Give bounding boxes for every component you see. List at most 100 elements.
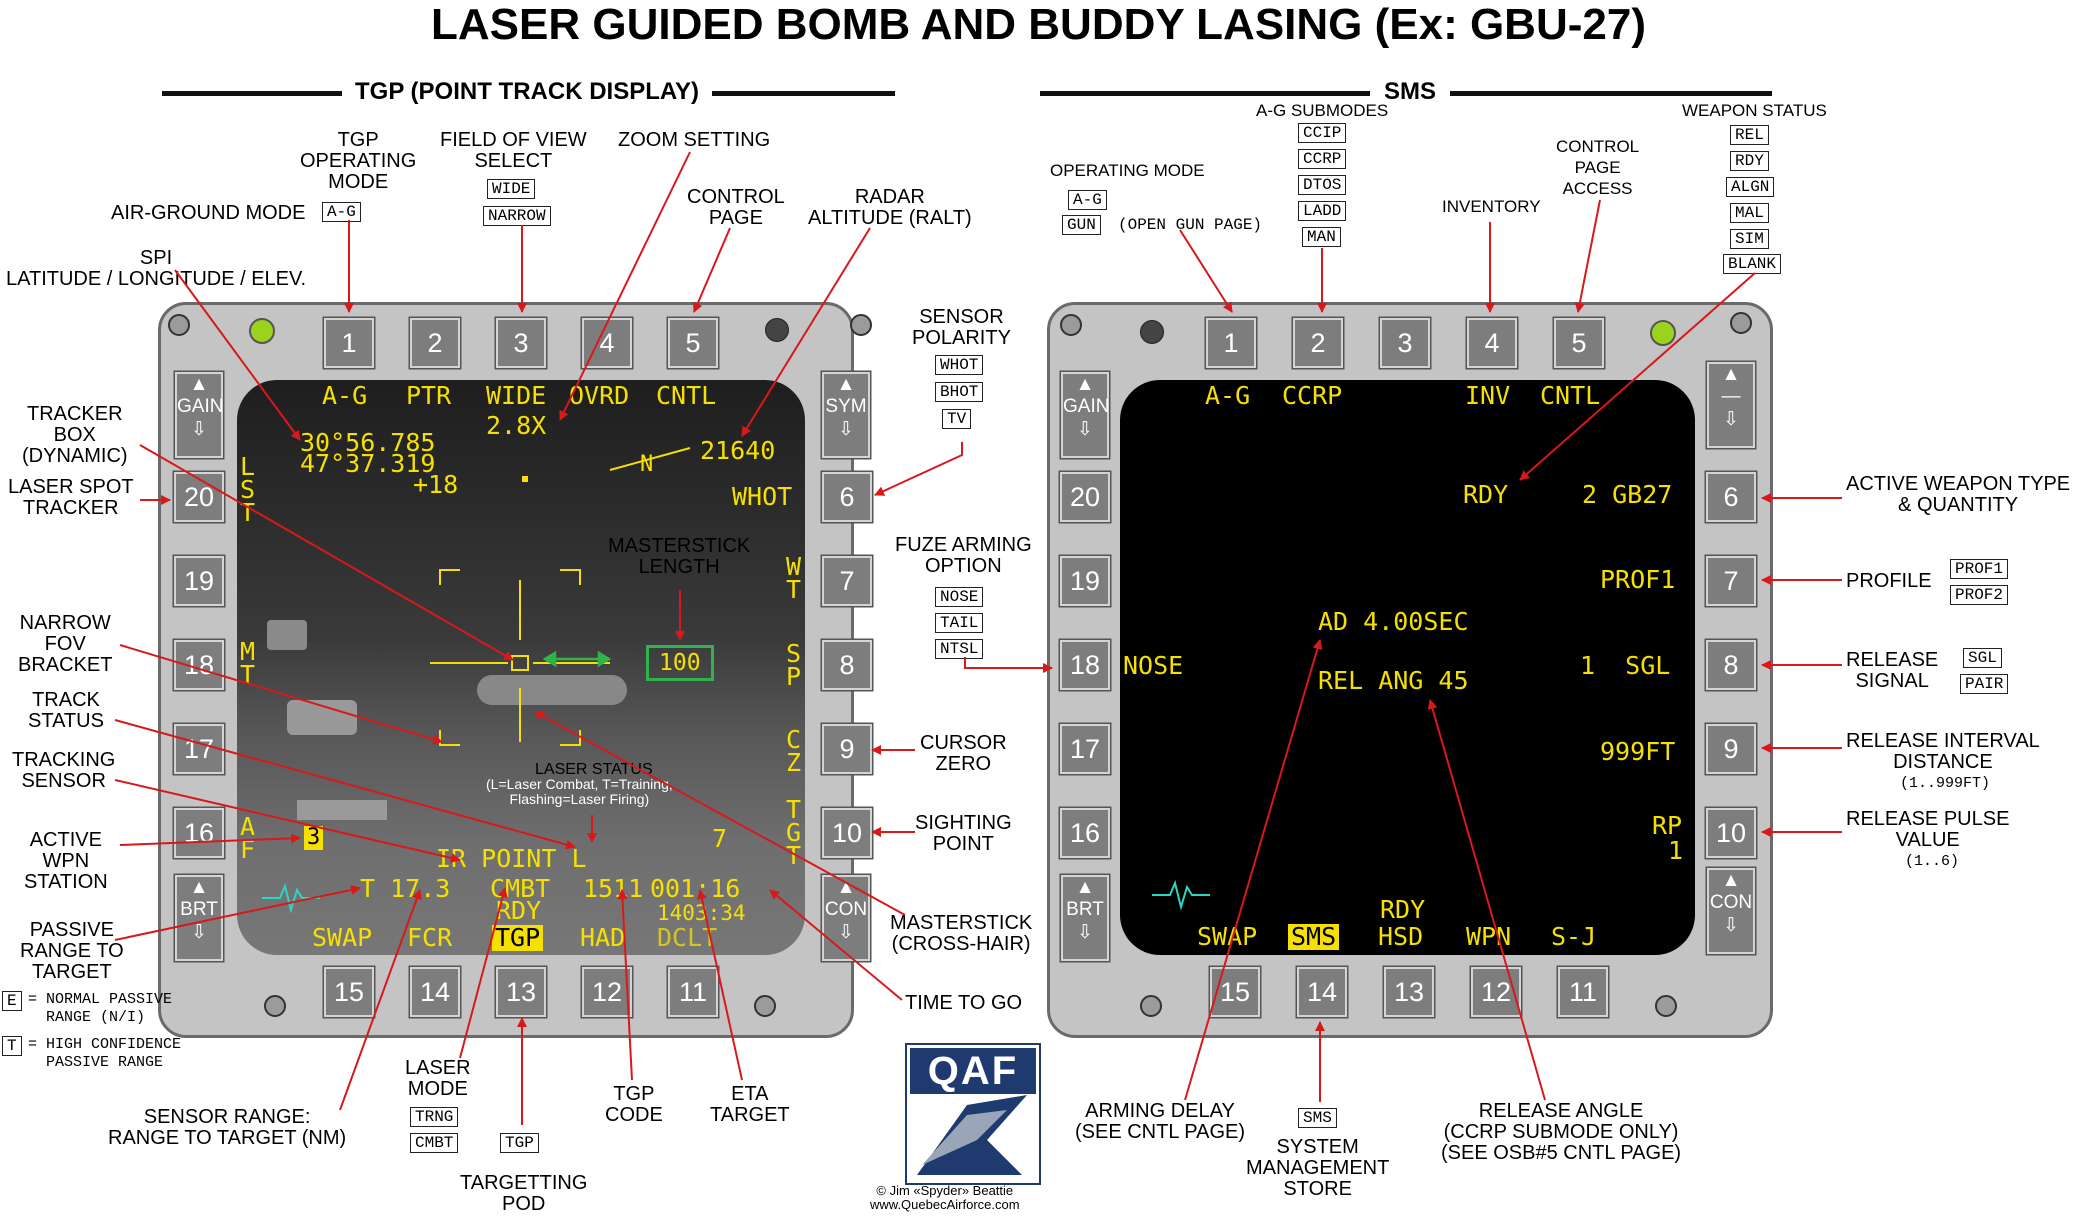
terrain-feature [267,620,307,650]
release-signal: 1 SGL [1580,651,1671,680]
weapon-status: RDY [1463,480,1509,509]
osb-11-button[interactable]: 11 [668,967,718,1017]
sms-menu-sj[interactable]: S-J [1551,922,1597,951]
osb-7-button[interactable]: 7 [1706,556,1756,606]
arrow-arming-delay [1184,639,1323,1101]
screw-icon [1655,995,1677,1017]
osb-17-button[interactable]: 17 [174,724,224,774]
box-prof1: PROF1 [1950,559,2009,579]
tgp-rdy: RDY [496,896,542,925]
osb-16-button[interactable]: 16 [1060,808,1110,858]
osb-10-button[interactable]: 10 [1706,808,1756,858]
tgp-cntl: CNTL [656,381,717,410]
osb-2-button[interactable]: 2 [1293,318,1343,368]
con-rocker[interactable]: ▲ CON ⇩ [1707,868,1755,954]
osb-18-button[interactable]: 18 [174,640,224,690]
osb-5-button[interactable]: 5 [1554,318,1604,368]
label-release-pulse: RELEASE PULSE VALUE [1846,808,2010,851]
osb-19-button[interactable]: 19 [1060,556,1110,606]
sms-mode-ag: A-G [1205,381,1251,410]
label-zoom: ZOOM SETTING [618,129,771,151]
osb-20-button[interactable]: 20 [174,472,224,522]
sym-rocker[interactable]: ▲ — ⇩ [1707,362,1755,448]
osb-3-button[interactable]: 3 [496,318,546,368]
box-sim: SIM [1730,229,1769,249]
sms-cntl: CNTL [1540,381,1601,410]
box-mal: MAL [1730,203,1769,223]
sms-menu-hsd[interactable]: HSD [1378,922,1424,951]
osb-3-button[interactable]: 3 [1380,318,1430,368]
osb-13-button[interactable]: 13 [496,967,546,1017]
masterstick-arrowheads [542,650,612,668]
gain-rocker[interactable]: ▲ GAIN ⇩ [1061,372,1109,458]
osb-9-button[interactable]: 9 [1706,724,1756,774]
tgp-ptr: PTR [406,381,452,410]
up-arrow-icon: ▲ [836,374,856,395]
tgp-mode-ag: A-G [322,381,368,410]
label-e-passive: = NORMAL PASSIVE RANGE (N/I) [28,991,173,1026]
sym-rocker[interactable]: ▲ SYM ⇩ [822,372,870,458]
label-tgp-code: TGP CODE [605,1083,663,1126]
osb-8-button[interactable]: 8 [1706,640,1756,690]
osb-6-button[interactable]: 6 [1706,472,1756,522]
osb-15-button[interactable]: 15 [324,967,374,1017]
time-to-go: 1403:34 [657,901,746,925]
osb-13-button[interactable]: 13 [1384,967,1434,1017]
box-rel: REL [1730,125,1769,145]
tgp-screen [237,380,805,955]
osb-1-button[interactable]: 1 [324,318,374,368]
box-op-ag: A-G [1068,190,1107,210]
osb-5-button[interactable]: 5 [668,318,718,368]
section-title-tgp: TGP (POINT TRACK DISPLAY) [354,78,700,105]
osb-14-button[interactable]: 14 [1297,967,1347,1017]
label-laser-mode: LASER MODE [405,1057,471,1100]
tgp-menu-swap[interactable]: SWAP [312,923,373,952]
label-passive-range: PASSIVE RANGE TO TARGET [20,919,124,983]
tgp-menu-dclt[interactable]: DCLT [657,923,718,952]
tgp-menu-fcr[interactable]: FCR [407,923,453,952]
track-status-line: IR POINT L [436,844,587,873]
sms-rdy: RDY [1380,895,1426,924]
qaf-logo: QAF [905,1043,1041,1185]
box-wide: WIDE [487,179,536,199]
tracker-box [511,655,529,671]
tgp-menu-had[interactable]: HAD [580,923,626,952]
osb-18-button[interactable]: 18 [1060,640,1110,690]
brt-rocker[interactable]: ▲ BRT ⇩ [1061,875,1109,961]
osb-4-button[interactable]: 4 [1467,318,1517,368]
osb-2-button[interactable]: 2 [410,318,460,368]
osb-17-button[interactable]: 17 [1060,724,1110,774]
tgp-menu-tgp[interactable]: TGP [492,925,544,951]
osb-19-button[interactable]: 19 [174,556,224,606]
osb-1-button[interactable]: 1 [1206,318,1256,368]
osb-10-button[interactable]: 10 [822,808,872,858]
label-pulse-range: (1..6) [1905,853,1960,870]
osb-12-button[interactable]: 12 [582,967,632,1017]
osb-11-button[interactable]: 11 [1558,967,1608,1017]
con-rocker[interactable]: ▲ CON ⇩ [822,875,870,961]
sms-menu-sms[interactable]: SMS [1288,924,1340,950]
osb-12-button[interactable]: 12 [1471,967,1521,1017]
screw-icon [850,314,872,336]
gain-rocker[interactable]: ▲ GAIN ⇩ [175,372,223,458]
up-arrow-icon: ▲ [1075,374,1095,395]
arrow-passive-range [114,884,361,941]
down-arrow-icon: ⇩ [838,922,854,943]
sms-menu-swap[interactable]: SWAP [1197,922,1258,951]
sms-inv: INV [1465,381,1511,410]
osb-14-button[interactable]: 14 [410,967,460,1017]
osb-16-button[interactable]: 16 [174,808,224,858]
osb-7-button[interactable]: 7 [822,556,872,606]
label-arming-delay: ARMING DELAY (SEE CNTL PAGE) [1075,1100,1246,1143]
osb-15-button[interactable]: 15 [1210,967,1260,1017]
osb-4-button[interactable]: 4 [582,318,632,368]
osb-8-button[interactable]: 8 [822,640,872,690]
box-nose: NOSE [935,587,984,607]
sms-menu-wpn[interactable]: WPN [1466,922,1512,951]
label-radar-alt: RADAR ALTITUDE (RALT) [808,186,972,229]
osb-20-button[interactable]: 20 [1060,472,1110,522]
osb-6-button[interactable]: 6 [822,472,872,522]
rocker-label: — [1721,386,1741,407]
arrow-narrow-fov [119,644,443,745]
label-interval-range: (1..999FT) [1900,775,1991,792]
